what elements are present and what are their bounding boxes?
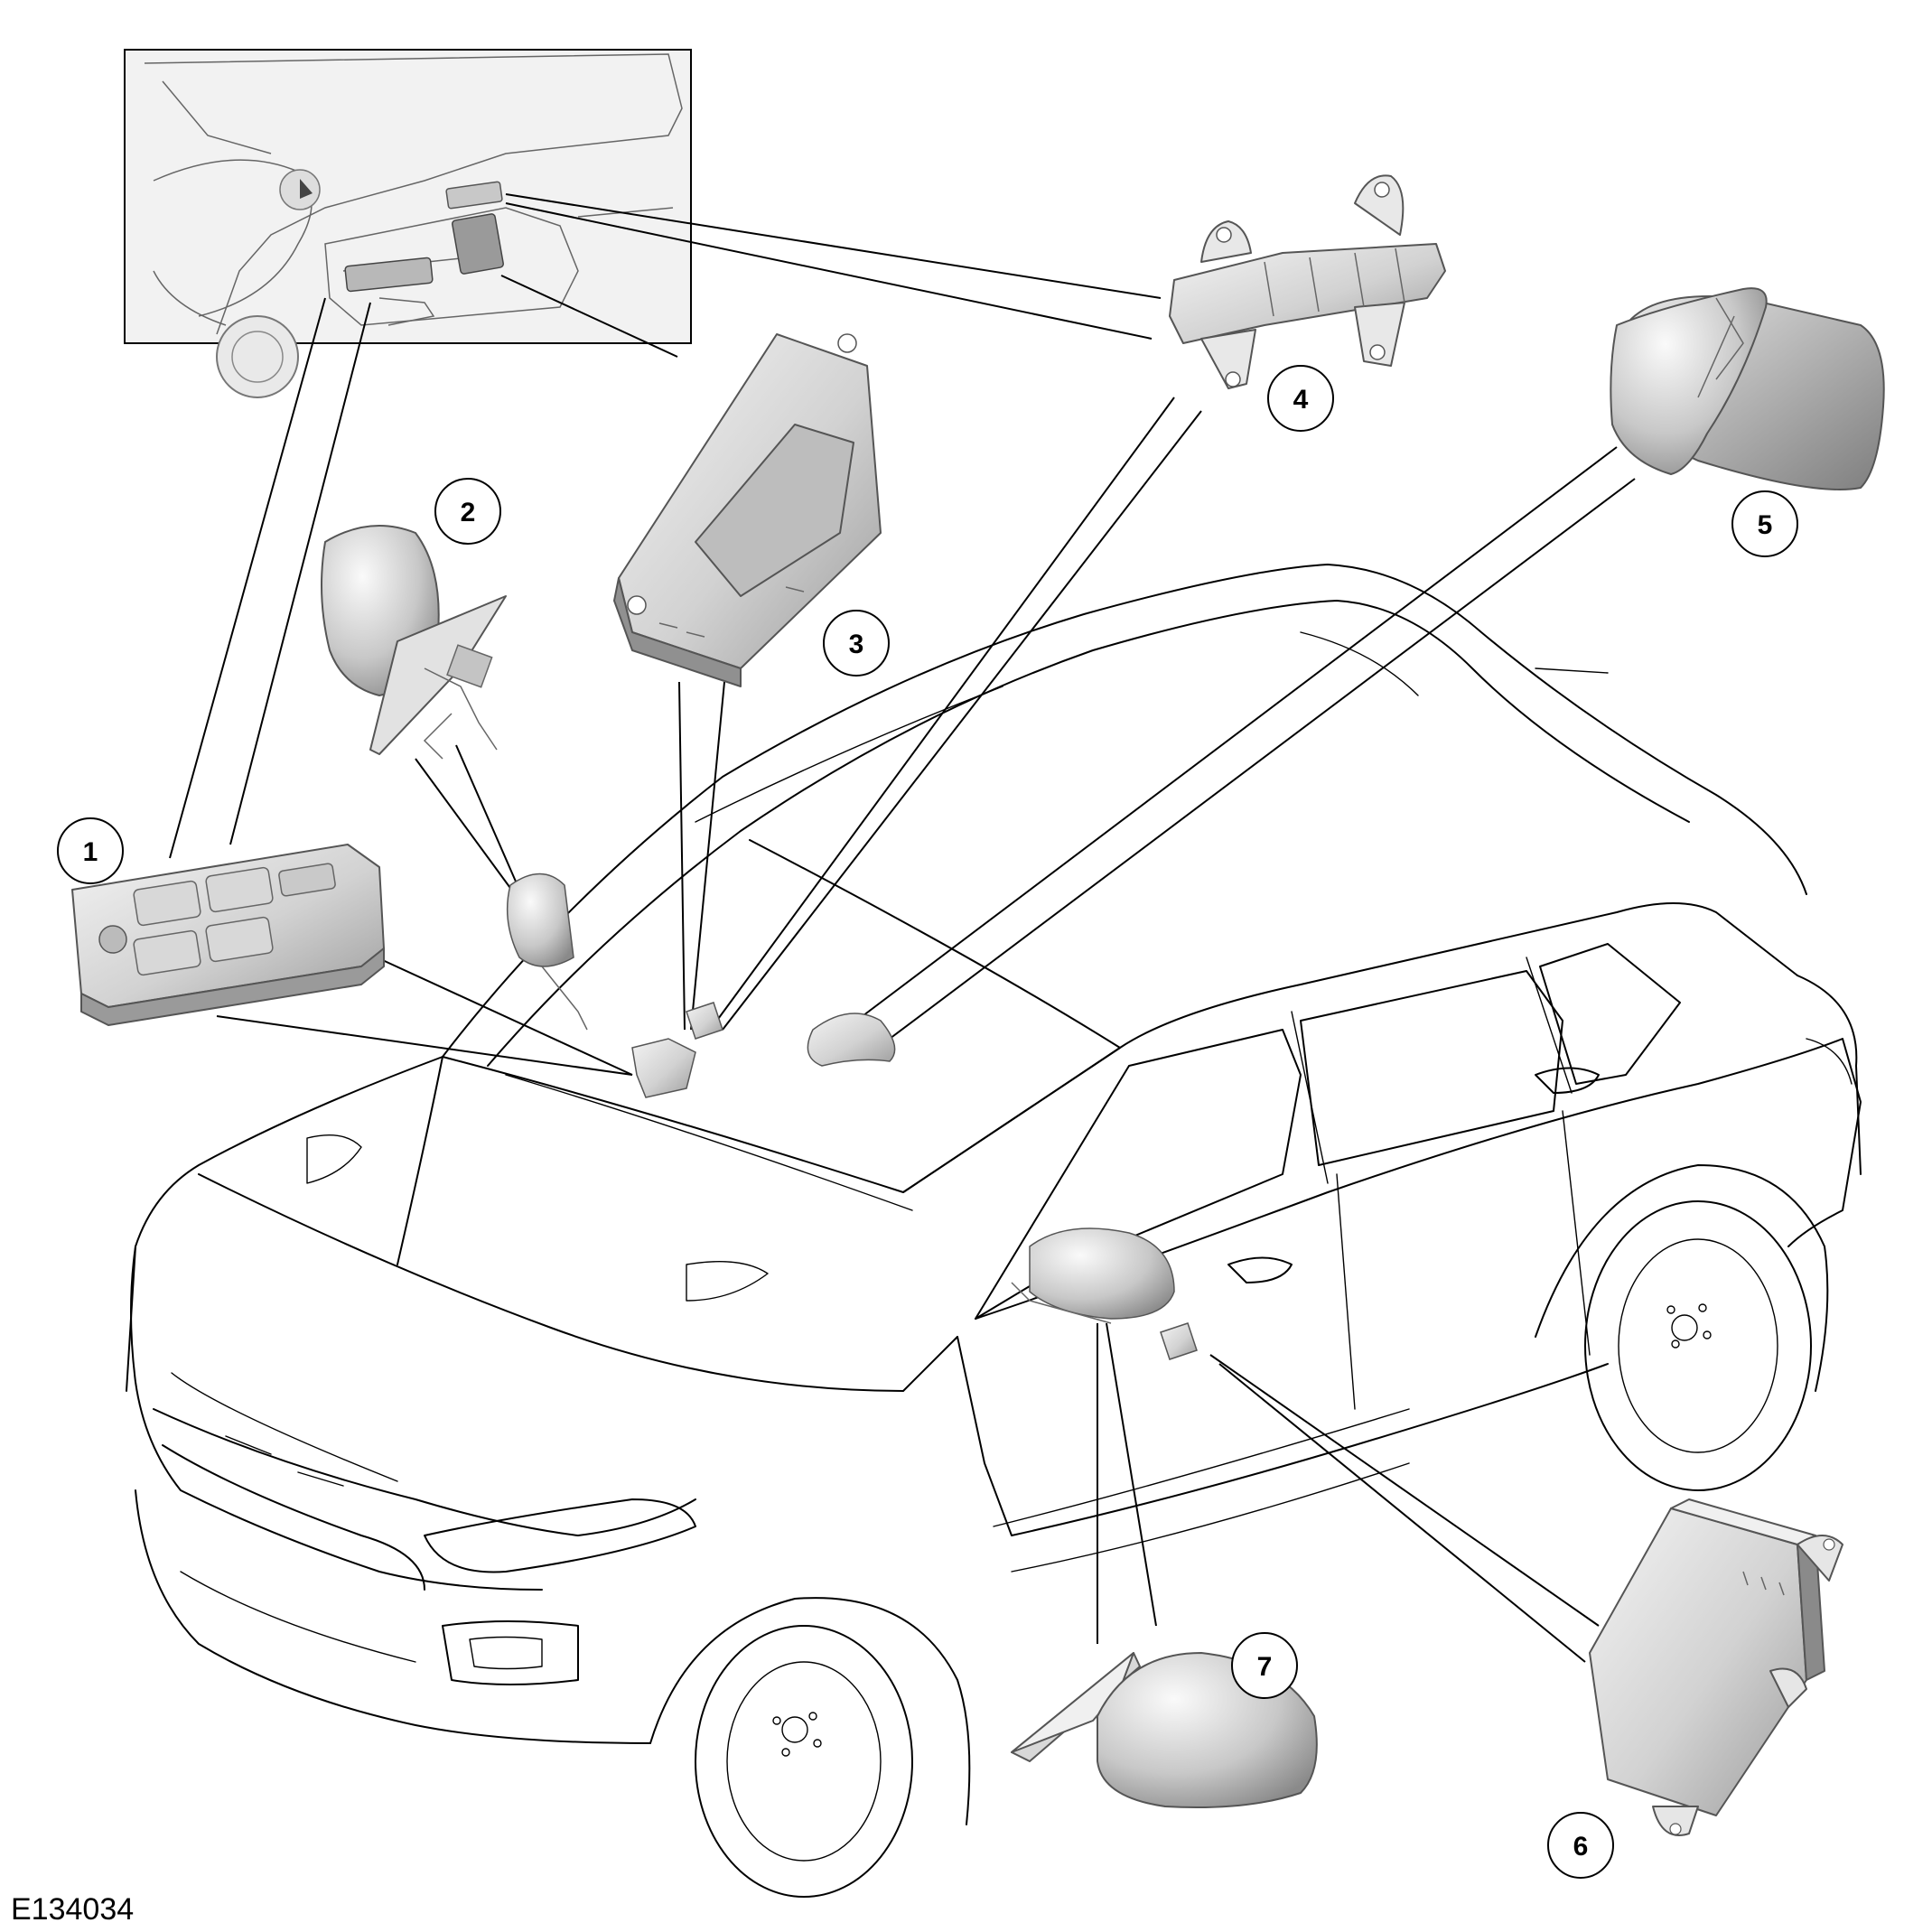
- leader-lines: [169, 193, 1636, 1663]
- callout-1: 1: [57, 817, 124, 884]
- figure-code: E134034: [11, 1892, 134, 1927]
- door-switch-icon: [1169, 174, 1446, 389]
- callout-2: 2: [434, 478, 501, 545]
- mirror-glass-icon: [321, 525, 507, 760]
- callout-6-label: 6: [1573, 1832, 1589, 1862]
- callout-4: 4: [1267, 365, 1334, 432]
- module-icon: [1589, 1498, 1843, 1836]
- window-switch-pack-icon: [71, 844, 385, 1026]
- door-mirror-location-icon: [506, 873, 588, 1031]
- callout-7: 7: [1231, 1632, 1298, 1699]
- door-inner-panel-drawing: [144, 53, 683, 398]
- interior-mirror-location-icon: [807, 1013, 896, 1067]
- on-vehicle-parts: [506, 873, 1198, 1360]
- callout-1-label: 1: [83, 837, 98, 867]
- callout-4-label: 4: [1293, 385, 1309, 415]
- door-switch-location-icon: [631, 1002, 723, 1098]
- module-on-car-icon: [1160, 1322, 1198, 1360]
- control-module-icon: [613, 333, 882, 687]
- exterior-mirror-on-car-icon: [1011, 1227, 1175, 1324]
- callout-3-label: 3: [849, 630, 864, 659]
- rear-view-mirror-icon: [1610, 287, 1885, 490]
- callout-3: 3: [823, 610, 890, 677]
- callout-5: 5: [1731, 490, 1798, 557]
- callout-5-label: 5: [1758, 510, 1773, 540]
- door-inset: [124, 49, 692, 398]
- callout-6: 6: [1547, 1812, 1614, 1879]
- callout-7-label: 7: [1257, 1652, 1273, 1682]
- callout-2-label: 2: [461, 498, 476, 527]
